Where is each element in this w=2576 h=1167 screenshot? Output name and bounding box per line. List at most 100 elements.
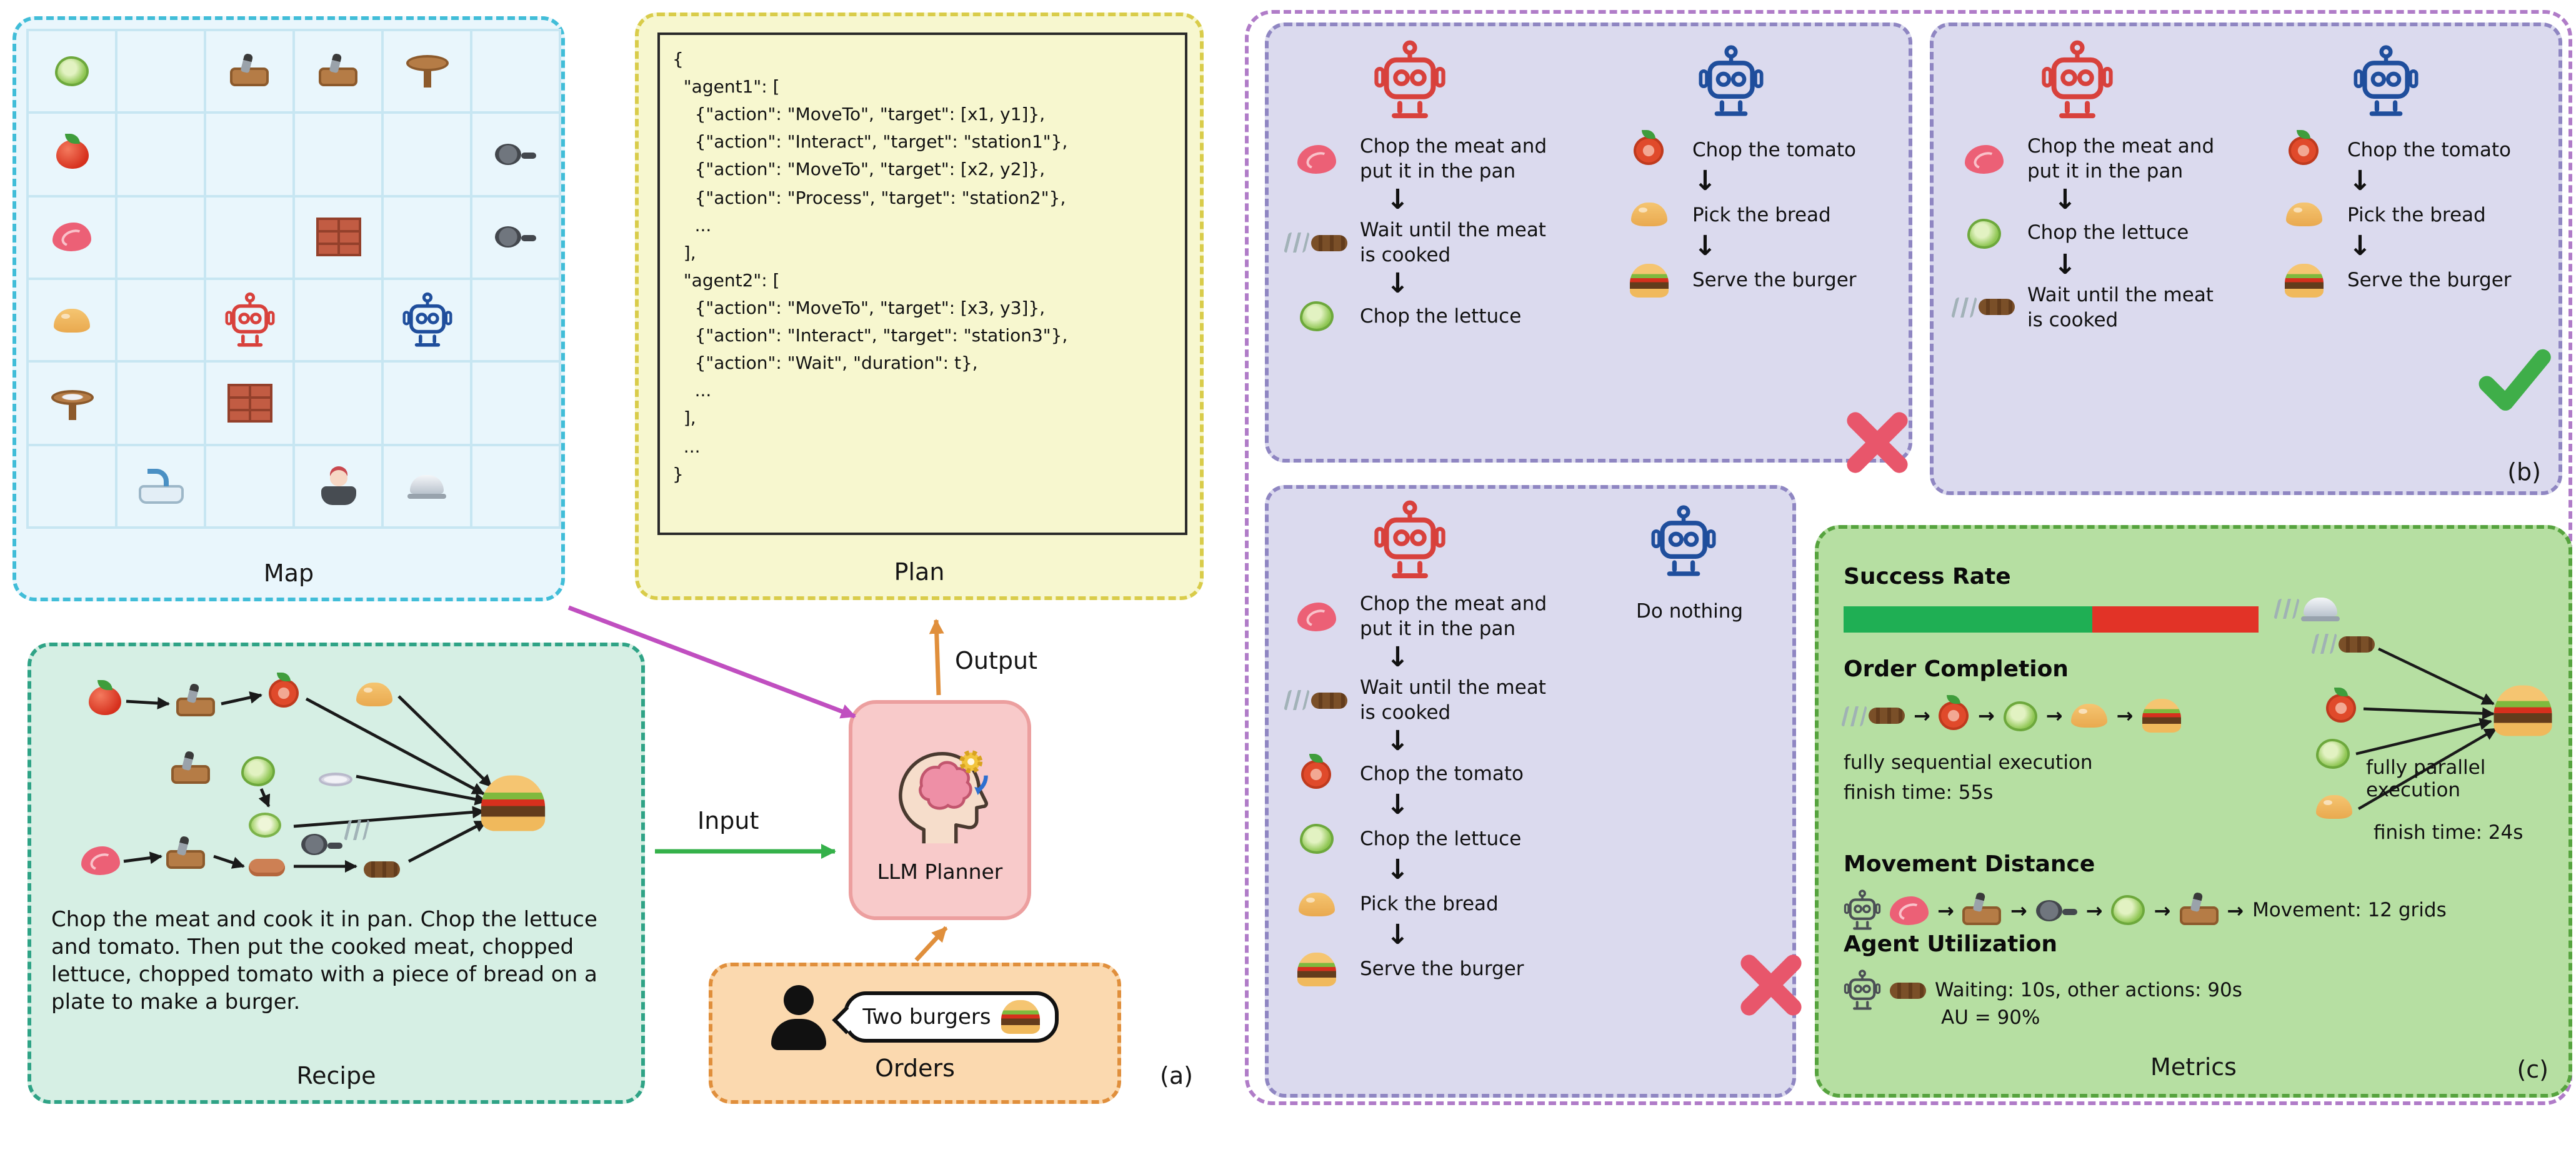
au-text-1: Waiting: 10s, other actions: 90s — [1935, 979, 2242, 1001]
plan-panel-top-right: Chop the meat and put it in the pan ↓ Ch… — [1930, 23, 2562, 495]
map-cell — [27, 444, 116, 528]
map-cell — [471, 113, 560, 196]
plate-icon — [319, 773, 352, 786]
input-arrow-label: Input — [697, 808, 759, 835]
robot-gray-icon — [1844, 969, 1881, 1011]
step-label: Chop the tomato — [2347, 138, 2511, 161]
plan-panel-top-left: Chop the meat and put it in the pan ↓ Wa… — [1265, 23, 1912, 473]
lettuce-icon — [1299, 301, 1333, 332]
patty-steam-icon — [1283, 233, 1347, 253]
arrow-right-icon: → — [1937, 898, 1954, 922]
map-cell — [27, 30, 116, 113]
map-cell — [205, 196, 294, 279]
success-bar-red — [2092, 606, 2259, 633]
step-label: Serve the burger — [1360, 958, 1524, 981]
arrow-right-icon: → — [2227, 898, 2244, 922]
plan-step: Chop the meat and put it in the pan — [1284, 591, 1554, 643]
burger-icon — [2142, 699, 2181, 733]
llm-planner-box: LLM Planner — [849, 700, 1031, 920]
map-cell — [471, 444, 560, 528]
map-cell — [205, 30, 294, 113]
red-agent-column: Chop the meat and put it in the pan ↓ Wa… — [1283, 39, 1601, 333]
map-cell — [116, 113, 205, 196]
step-label: Chop the lettuce — [1360, 305, 1522, 328]
movement-row: → → → → → Movement: 12 grids — [1844, 889, 2447, 931]
figure-label-b: (b) — [2507, 459, 2541, 486]
recipe-arrows — [123, 691, 492, 873]
step-label: Chop the meat and put it in the pan — [1360, 135, 1547, 183]
figure-label-a: (a) — [1160, 1063, 1193, 1090]
robot-red-icon — [1374, 39, 1446, 121]
robot-red-icon — [1374, 499, 1446, 581]
lettuce-sliced-icon — [249, 812, 281, 837]
lettuce-icon — [241, 756, 275, 786]
bread-icon — [2316, 795, 2352, 819]
bread-icon — [356, 683, 392, 706]
map-cell — [382, 30, 471, 113]
step-label: Pick the bread — [2347, 203, 2486, 226]
board-icon — [230, 56, 269, 87]
blue-agent-column: Chop the tomato ↓ Pick the bread ↓ Serve… — [1616, 44, 1901, 298]
code-line: {"action": "MoveTo", "target": [x3, y3]}… — [672, 298, 1046, 319]
blue-agent-column: Do nothing — [1609, 504, 1784, 624]
bread-icon — [54, 308, 90, 333]
board-icon — [176, 686, 215, 716]
orders-caption: Orders — [875, 1054, 955, 1082]
plan-step: Chop the lettuce — [1951, 217, 2189, 249]
code-line: ... — [672, 216, 712, 236]
robot-blue-icon — [2354, 44, 2419, 119]
tomato-icon — [56, 139, 88, 169]
stove-icon — [317, 468, 359, 505]
down-arrow-icon: ↓ — [1386, 726, 1409, 758]
person-icon — [771, 984, 827, 1049]
map-cell — [294, 279, 382, 362]
down-arrow-icon: ↓ — [2054, 249, 2077, 281]
code-line: {"action": "Interact", "target": "statio… — [672, 133, 1068, 153]
recipe-caption: Recipe — [296, 1063, 376, 1090]
table-plate-icon — [51, 386, 93, 421]
plan-step: Chop the tomato — [1284, 758, 1524, 791]
down-arrow-icon: ↓ — [1694, 166, 1717, 198]
map-cell — [471, 30, 560, 113]
sequential-text-1: fully sequential execution — [1844, 751, 2093, 774]
map-cell — [27, 361, 116, 445]
map-cell — [27, 113, 116, 196]
map-cell — [116, 196, 205, 279]
burger-icon — [1001, 1000, 1040, 1034]
patty-icon — [364, 861, 400, 878]
metrics-panel: Success Rate Order Completion → → → → fu… — [1815, 525, 2572, 1098]
success-bar-green — [1844, 606, 2093, 633]
step-label: Chop the meat and put it in the pan — [2027, 135, 2215, 183]
robot-red-icon — [2041, 39, 2114, 121]
patty-steam-icon — [1283, 690, 1347, 711]
bread-icon — [2285, 203, 2322, 227]
plan-step: Serve the burger — [1284, 952, 1524, 986]
pan-icon — [495, 141, 536, 168]
meat-icon — [81, 846, 120, 875]
pan-icon — [2035, 897, 2077, 923]
tomato-sliced-icon — [1301, 759, 1331, 789]
plan-panel: { "agent1": [ {"action": "MoveTo", "targ… — [635, 13, 1204, 600]
movement-heading: Movement Distance — [1844, 851, 2095, 878]
down-arrow-icon: ↓ — [2054, 184, 2077, 216]
meat-icon — [52, 223, 91, 252]
cross-mark-icon — [1732, 946, 1810, 1024]
step-label: Chop the meat and put it in the pan — [1360, 593, 1547, 641]
patty-steam-icon — [2311, 634, 2375, 654]
burger-icon — [481, 775, 546, 831]
code-line: {"action": "MoveTo", "target": [x1, y1]}… — [672, 105, 1046, 126]
code-line: ... — [672, 437, 701, 458]
arrow-right-icon: → — [1914, 704, 1930, 728]
cloche-icon — [407, 472, 446, 501]
burger-icon — [2284, 263, 2323, 298]
map-panel: Map — [12, 16, 565, 601]
step-label: Chop the tomato — [1692, 138, 1856, 161]
recipe-flowchart — [41, 656, 639, 904]
blue-agent-column: Chop the tomato ↓ Pick the bread ↓ Serve… — [2271, 44, 2556, 298]
step-label: Pick the bread — [1360, 892, 1499, 915]
plan-step: Wait until the meat is cooked — [1950, 282, 2221, 333]
map-cell — [205, 113, 294, 196]
plan-step: Chop the lettuce — [1284, 301, 1521, 333]
